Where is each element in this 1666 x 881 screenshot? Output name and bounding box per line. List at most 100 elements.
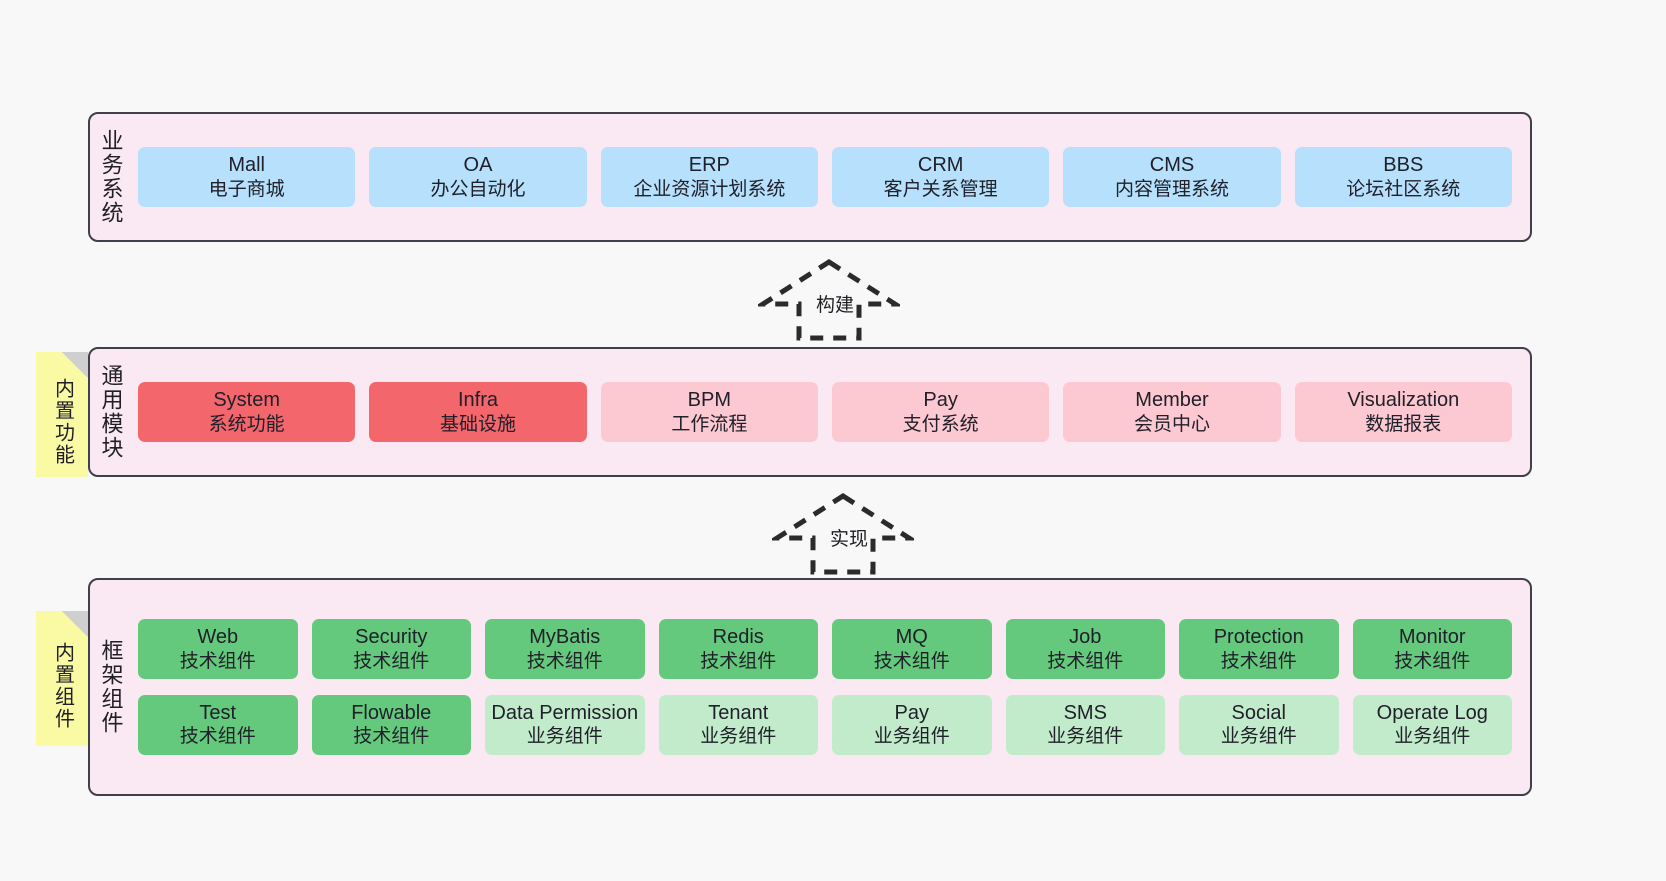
row-tech-components: Web 技术组件 Security 技术组件 MyBatis 技术组件 Redi… (138, 619, 1512, 679)
node-title: Test (199, 702, 237, 724)
node-subtitle: 办公自动化 (430, 178, 526, 200)
connector-build-label: 构建 (816, 295, 855, 316)
node-bpm[interactable]: BPM 工作流程 (600, 382, 818, 442)
node-subtitle: 工作流程 (671, 413, 748, 435)
node-subtitle: 技术组件 (1047, 650, 1124, 672)
node-subtitle: 技术组件 (700, 650, 777, 672)
node-title: System (213, 389, 280, 412)
node-sms[interactable]: SMS 业务组件 (1005, 695, 1165, 755)
node-title: Protection (1213, 626, 1304, 649)
node-data-permission[interactable]: Data Permission 业务组件 (485, 695, 645, 755)
node-subtitle: 技术组件 (353, 726, 430, 748)
layer-framework-components: 框架组件 Web 技术组件 Security 技术组件 MyBatis 技术组件… (88, 578, 1532, 796)
node-title: Visualization (1347, 389, 1460, 412)
node-job[interactable]: Job 技术组件 (1005, 619, 1165, 679)
node-mybatis[interactable]: MyBatis 技术组件 (485, 619, 645, 679)
node-title: Member (1135, 389, 1209, 412)
node-subtitle: 业务组件 (700, 726, 777, 748)
node-subtitle: 会员中心 (1133, 413, 1210, 435)
node-redis[interactable]: Redis 技术组件 (658, 619, 818, 679)
node-subtitle: 业务组件 (873, 726, 950, 748)
node-protection[interactable]: Protection 技术组件 (1179, 619, 1339, 679)
node-pay-module[interactable]: Pay 支付系统 (831, 382, 1050, 442)
layer-body-framework-components: Web 技术组件 Security 技术组件 MyBatis 技术组件 Redi… (132, 580, 1530, 794)
node-subtitle: 支付系统 (902, 413, 979, 435)
layer-title-business-systems: 业务系统 (98, 129, 124, 225)
layer-business-systems: 业务系统 Mall 电子商城 OA 办公自动化 ERP 企业资源计划系统 CRM… (88, 112, 1532, 242)
node-title: Pay (923, 389, 958, 412)
node-subtitle: 客户关系管理 (883, 178, 998, 200)
node-operate-log[interactable]: Operate Log 业务组件 (1352, 695, 1512, 755)
node-subtitle: 技术组件 (873, 650, 950, 672)
node-oa[interactable]: OA 办公自动化 (369, 147, 587, 207)
node-title: Pay (894, 702, 929, 724)
layer-body-common-modules: System 系统功能 Infra 基础设施 BPM 工作流程 Pay 支付系统… (132, 349, 1530, 475)
node-title: CRM (917, 154, 964, 177)
layer-common-modules: 通用模块 System 系统功能 Infra 基础设施 BPM 工作流程 Pay… (88, 347, 1532, 477)
node-subtitle: 数据报表 (1365, 413, 1442, 435)
node-title: BPM (687, 389, 731, 412)
node-web[interactable]: Web 技术组件 (138, 619, 298, 679)
node-subtitle: 业务组件 (1394, 726, 1471, 748)
node-bbs[interactable]: BBS 论坛社区系统 (1294, 147, 1512, 207)
node-test[interactable]: Test 技术组件 (138, 695, 298, 755)
node-title: Social (1231, 702, 1286, 724)
node-erp[interactable]: ERP 企业资源计划系统 (600, 147, 818, 207)
node-monitor[interactable]: Monitor 技术组件 (1352, 619, 1512, 679)
node-subtitle: 技术组件 (1220, 650, 1297, 672)
node-tenant[interactable]: Tenant 业务组件 (658, 695, 818, 755)
node-title: Web (197, 626, 239, 649)
node-title: OA (463, 154, 493, 177)
node-title: Tenant (708, 702, 769, 724)
node-title: BBS (1383, 154, 1424, 177)
node-subtitle: 电子商城 (208, 178, 285, 200)
node-mq[interactable]: MQ 技术组件 (832, 619, 992, 679)
node-crm[interactable]: CRM 客户关系管理 (831, 147, 1050, 207)
node-infra[interactable]: Infra 基础设施 (369, 382, 587, 442)
node-title: Security (355, 626, 428, 649)
node-visualization[interactable]: Visualization 数据报表 (1294, 382, 1512, 442)
node-title: Data Permission (491, 702, 639, 724)
node-system[interactable]: System 系统功能 (138, 382, 356, 442)
node-title: MyBatis (529, 626, 601, 649)
node-social[interactable]: Social 业务组件 (1179, 695, 1339, 755)
row-business: Mall 电子商城 OA 办公自动化 ERP 企业资源计划系统 CRM 客户关系… (138, 147, 1512, 207)
node-subtitle: 基础设施 (439, 413, 516, 435)
layer-title-common-modules: 通用模块 (98, 364, 124, 460)
row-common: System 系统功能 Infra 基础设施 BPM 工作流程 Pay 支付系统… (138, 382, 1512, 442)
node-title: CMS (1149, 154, 1195, 177)
node-security[interactable]: Security 技术组件 (311, 619, 471, 679)
node-subtitle: 技术组件 (1394, 650, 1471, 672)
node-title: Flowable (351, 702, 432, 724)
node-title: Infra (457, 389, 498, 412)
row-business-components: Test 技术组件 Flowable 技术组件 Data Permission … (138, 695, 1512, 755)
node-title: ERP (688, 154, 730, 177)
node-subtitle: 论坛社区系统 (1346, 178, 1461, 200)
node-subtitle: 业务组件 (526, 726, 603, 748)
node-subtitle: 技术组件 (353, 650, 430, 672)
node-title: Job (1069, 626, 1102, 649)
node-subtitle: 内容管理系统 (1114, 178, 1229, 200)
node-subtitle: 技术组件 (179, 650, 256, 672)
node-subtitle: 技术组件 (179, 726, 256, 748)
node-title: Operate Log (1376, 702, 1488, 724)
node-pay-component[interactable]: Pay 业务组件 (832, 695, 992, 755)
node-subtitle: 业务组件 (1220, 726, 1297, 748)
node-title: Mall (228, 154, 265, 177)
node-flowable[interactable]: Flowable 技术组件 (311, 695, 471, 755)
node-member[interactable]: Member 会员中心 (1063, 382, 1281, 442)
node-mall[interactable]: Mall 电子商城 (138, 147, 356, 207)
layer-body-business-systems: Mall 电子商城 OA 办公自动化 ERP 企业资源计划系统 CRM 客户关系… (132, 114, 1530, 240)
node-title: MQ (895, 626, 928, 649)
node-cms[interactable]: CMS 内容管理系统 (1063, 147, 1281, 207)
layer-title-framework-components: 框架组件 (98, 639, 124, 735)
node-title: Monitor (1398, 626, 1466, 649)
node-subtitle: 业务组件 (1047, 726, 1124, 748)
sticky-note-builtin-components: 内置组件 (36, 611, 88, 746)
node-title: SMS (1063, 702, 1107, 724)
node-subtitle: 企业资源计划系统 (633, 178, 786, 200)
connector-implement-label: 实现 (830, 529, 869, 550)
node-title: Redis (712, 626, 764, 649)
node-subtitle: 技术组件 (526, 650, 603, 672)
